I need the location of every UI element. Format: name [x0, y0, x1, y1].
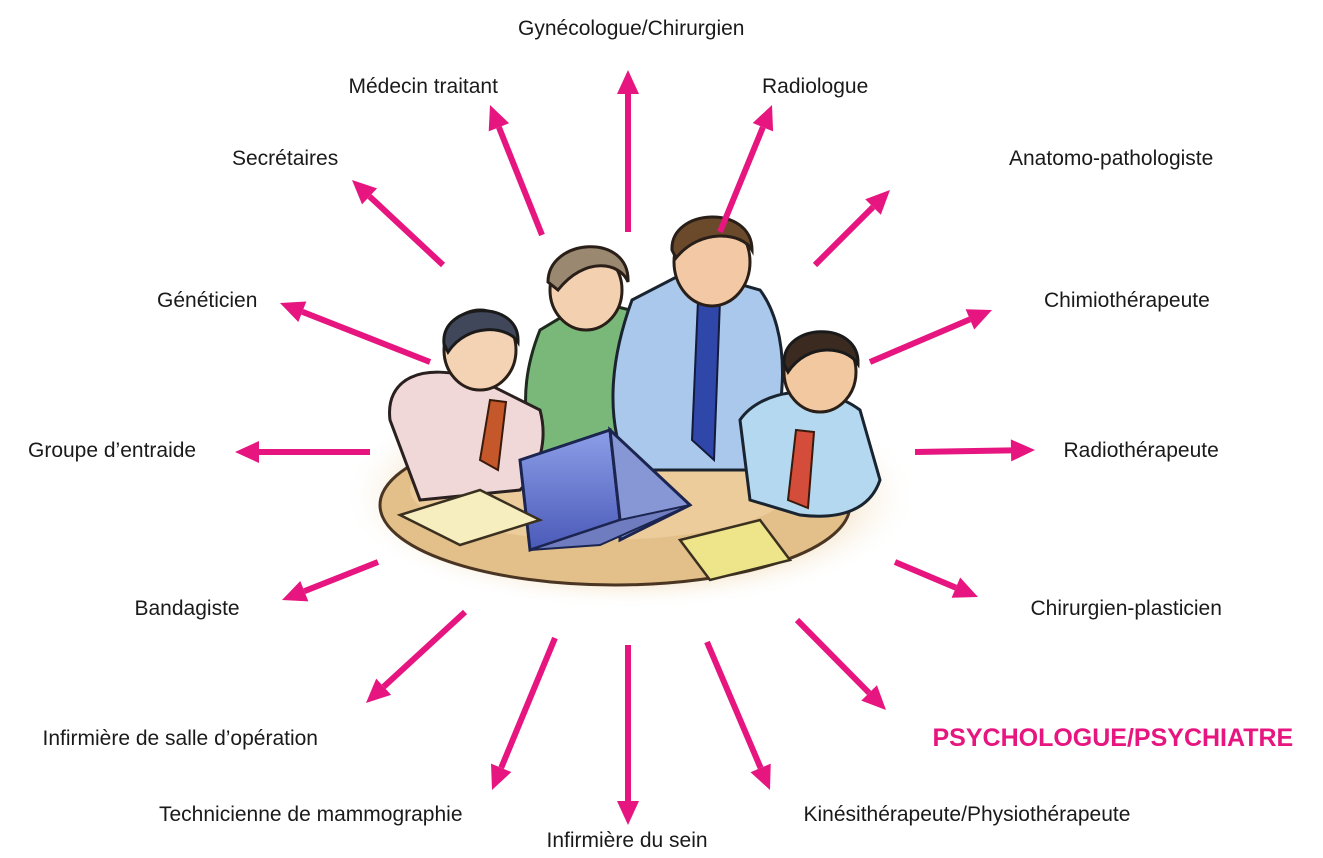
- arrow-shaft: [895, 562, 956, 588]
- role-label-anatomo: Anatomo-pathologiste: [1009, 148, 1213, 169]
- arrow-shaft: [370, 196, 443, 265]
- arrow-kine: [707, 642, 771, 790]
- team-meeting-clipart-icon: [340, 217, 920, 610]
- role-label-psy: PSYCHOLOGUE/PSYCHIATRE: [933, 726, 1294, 751]
- arrow-bandagiste: [282, 562, 378, 601]
- arrow-groupe: [235, 441, 370, 463]
- arrow-shaft: [384, 612, 465, 687]
- arrow-shaft: [501, 638, 555, 768]
- arrow-shaft: [499, 127, 542, 235]
- arrow-head-icon: [235, 441, 259, 463]
- arrow-shaft: [304, 562, 378, 591]
- arrow-chimio: [870, 309, 992, 362]
- role-label-chimio: Chimiothérapeute: [1044, 290, 1210, 311]
- arrow-infirmiere-salle: [366, 612, 465, 703]
- arrow-shaft: [870, 319, 970, 362]
- arrow-shaft: [720, 127, 763, 232]
- arrow-shaft: [302, 312, 430, 362]
- arrow-head-icon: [1011, 439, 1035, 461]
- arrow-plasticien: [895, 562, 978, 598]
- role-label-radiotherapeute: Radiothérapeute: [1064, 440, 1219, 461]
- arrow-geneticien: [280, 302, 430, 362]
- role-label-medecin: Médecin traitant: [349, 76, 498, 97]
- arrow-shaft: [707, 642, 761, 768]
- arrow-head-icon: [617, 801, 639, 825]
- arrow-psy: [797, 620, 886, 710]
- role-label-radiologue: Radiologue: [762, 76, 868, 97]
- role-label-infirmiere-salle: Infirmière de salle d’opération: [43, 728, 318, 749]
- arrow-radiologue: [720, 105, 773, 232]
- role-label-bandagiste: Bandagiste: [135, 598, 240, 619]
- role-label-gynecologue: Gynécologue/Chirurgien: [518, 18, 744, 39]
- arrow-secretaires: [352, 180, 443, 265]
- arrow-head-icon: [617, 70, 639, 94]
- role-label-infirmiere-sein: Infirmière du sein: [547, 830, 708, 851]
- role-label-kine: Kinésithérapeute/Physiothérapeute: [804, 804, 1131, 825]
- role-label-plasticien: Chirurgien-plasticien: [1031, 598, 1222, 619]
- arrow-shaft: [915, 450, 1011, 452]
- arrow-gynecologue: [617, 70, 639, 232]
- role-label-secretaires: Secrétaires: [232, 148, 338, 169]
- role-label-technicienne: Technicienne de mammographie: [159, 804, 463, 825]
- arrow-technicienne: [491, 638, 555, 790]
- arrow-anatomo: [815, 190, 890, 265]
- arrow-shaft: [797, 620, 869, 693]
- role-label-groupe: Groupe d’entraide: [28, 440, 196, 461]
- arrow-infirmiere-sein: [617, 645, 639, 825]
- arrow-medecin: [489, 105, 542, 235]
- arrow-radiotherapeute: [915, 439, 1035, 461]
- role-label-geneticien: Généticien: [157, 290, 257, 311]
- arrow-shaft: [815, 207, 873, 265]
